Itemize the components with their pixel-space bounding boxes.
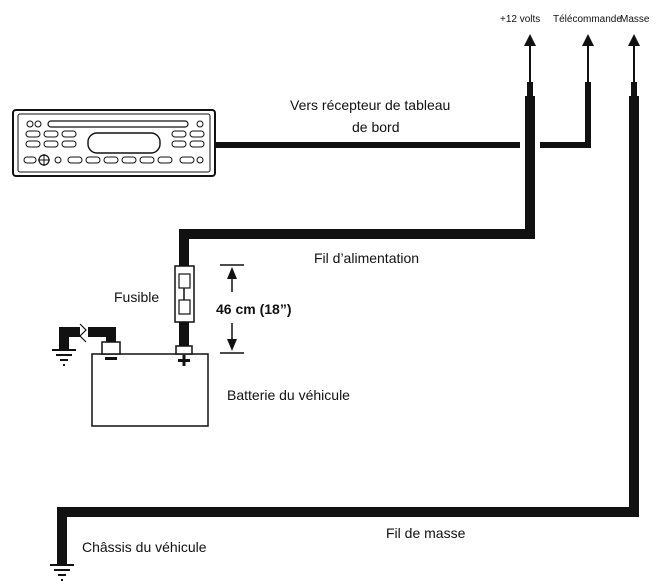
plus12-terminal [524, 34, 536, 96]
remote-label: Télécommande [553, 14, 622, 25]
power-wire [179, 96, 535, 268]
ground-terminal [628, 34, 640, 96]
head-unit-label-line2: de bord [352, 119, 399, 135]
ground-wire-label: Fil de masse [386, 525, 466, 541]
chassis-label: Châssis du véhicule [82, 539, 207, 555]
fuse-label: Fusible [114, 289, 159, 305]
battery-ground-icon [52, 349, 76, 366]
distance-label: 46 cm (18”) [216, 301, 291, 317]
chassis-ground-icon [50, 564, 74, 581]
ground-wire [57, 96, 639, 565]
fuse [174, 265, 195, 323]
battery [91, 341, 209, 427]
ground-label: Masse [620, 14, 650, 25]
battery-positive-icon [178, 355, 190, 366]
battery-label: Batterie du véhicule [227, 387, 350, 403]
battery-negative-cable [59, 323, 116, 350]
plus12-label: +12 volts [500, 14, 540, 25]
power-wire-label: Fil d’alimentation [314, 250, 419, 266]
distance-marker [220, 264, 244, 354]
battery-negative-icon [105, 357, 117, 360]
remote-terminal [582, 34, 594, 106]
head-unit-label-line1: Vers récepteur de tableau [290, 97, 450, 113]
head-unit [12, 109, 216, 177]
